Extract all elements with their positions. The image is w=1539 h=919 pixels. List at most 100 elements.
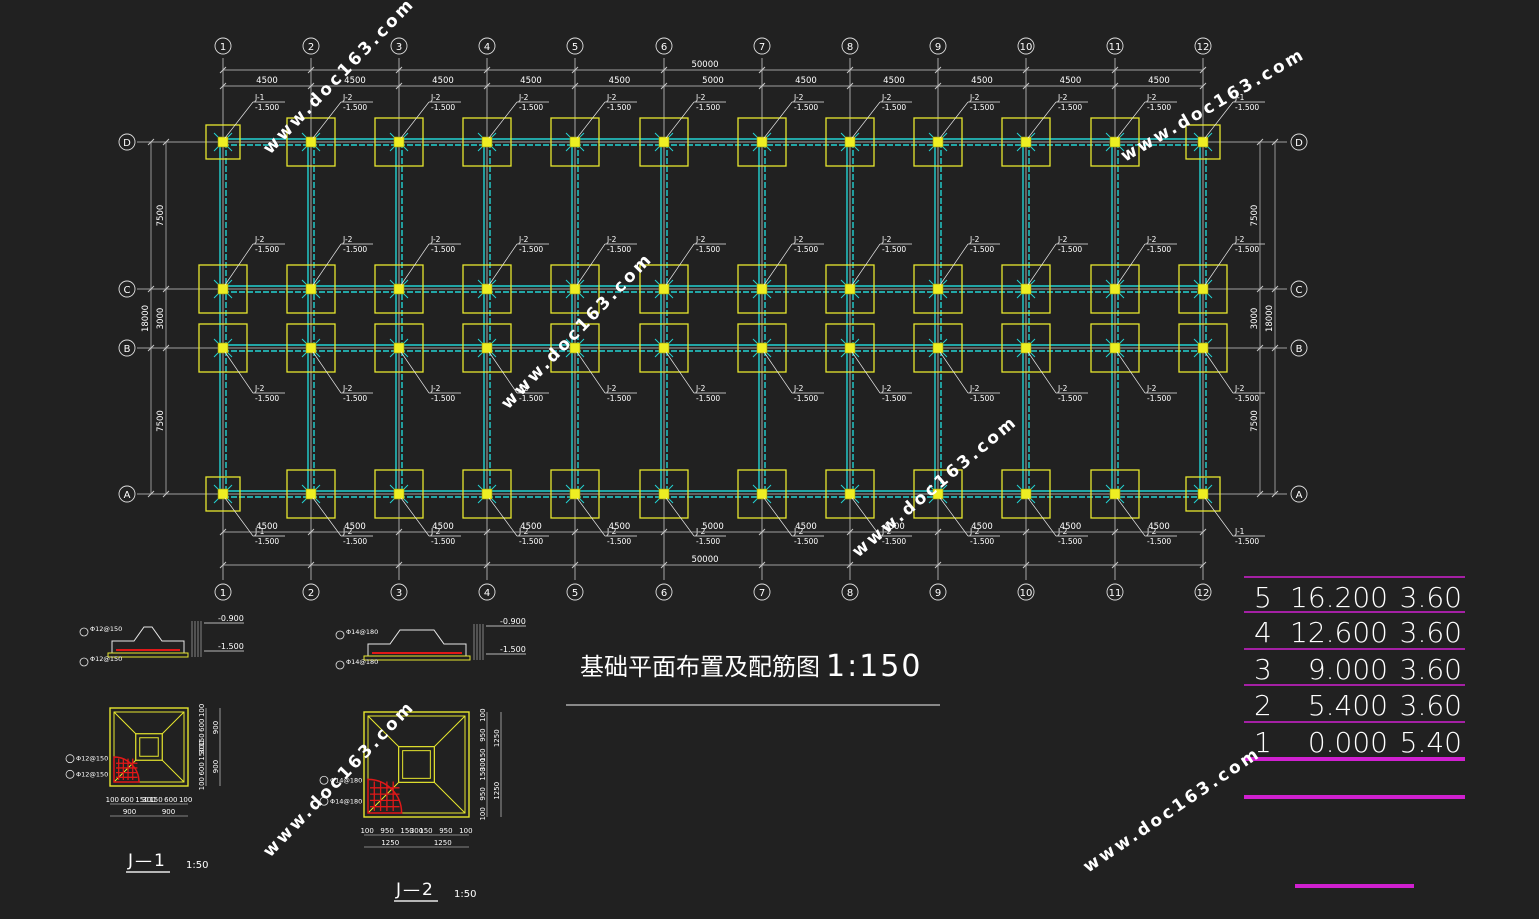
plan-rebar-label-1: Φ14@180 bbox=[330, 776, 362, 784]
tag-label: J-1 bbox=[1234, 93, 1245, 102]
axis-label-col: 9 bbox=[935, 588, 941, 599]
plan-rdim-text: 150 bbox=[198, 747, 206, 760]
vdim-total-text: 18000 bbox=[1265, 305, 1275, 332]
column-10D bbox=[1020, 136, 1032, 148]
axis-bubble-col-3 bbox=[390, 37, 408, 55]
dim-tick bbox=[758, 528, 766, 536]
tag-leader bbox=[224, 101, 254, 139]
footing-haunch bbox=[840, 484, 860, 504]
tag-leader bbox=[400, 497, 430, 537]
footing-9A bbox=[913, 469, 963, 519]
level-base-text: -1.500 bbox=[218, 642, 244, 651]
footing-haunch bbox=[1193, 338, 1213, 358]
plan-column-inner bbox=[139, 737, 159, 757]
axis-label-col: 11 bbox=[1109, 42, 1122, 53]
footing-5C bbox=[550, 264, 600, 314]
dim-text: 4500 bbox=[609, 522, 631, 532]
plan-rdim-text: 150 bbox=[479, 748, 487, 761]
axis-bubble-col-9 bbox=[929, 583, 947, 601]
vdim-text: 3000 bbox=[156, 308, 166, 330]
tag-level: -1.500 bbox=[1235, 394, 1259, 403]
column-11A bbox=[1109, 488, 1121, 500]
tag-leader bbox=[312, 351, 342, 394]
footing-7B bbox=[737, 323, 787, 373]
tag-level: -1.500 bbox=[255, 103, 279, 112]
plan-dim-text: 150 bbox=[135, 796, 148, 804]
tag-level: -1.500 bbox=[696, 537, 720, 546]
level-floor: 2 bbox=[1254, 689, 1272, 722]
footing-haunch bbox=[928, 338, 948, 358]
vdim-text: 7500 bbox=[156, 410, 166, 432]
column-8C bbox=[844, 283, 856, 295]
axis-label-col: 1 bbox=[220, 42, 226, 53]
footing-8A bbox=[825, 469, 875, 519]
column-2A bbox=[305, 488, 317, 500]
footing-haunch bbox=[654, 279, 674, 299]
vdim-tick bbox=[147, 344, 155, 352]
tag-leader bbox=[1204, 351, 1234, 394]
dim-text: 4500 bbox=[1148, 76, 1170, 86]
footing-haunch bbox=[1105, 484, 1125, 504]
tag-level: -1.500 bbox=[519, 245, 543, 254]
footing-2B bbox=[286, 323, 336, 373]
axis-bubble-col-10 bbox=[1017, 37, 1035, 55]
vdim-tick bbox=[1256, 344, 1264, 352]
plan-column-inner bbox=[402, 750, 431, 779]
column-1D bbox=[217, 136, 229, 148]
tag-level: -1.500 bbox=[970, 394, 994, 403]
plan-dim-text: 150 bbox=[149, 796, 162, 804]
dim-tick bbox=[483, 528, 491, 536]
dim-tick bbox=[1199, 66, 1207, 74]
dim-tick bbox=[483, 66, 491, 74]
footing-3B bbox=[374, 323, 424, 373]
tag-leader bbox=[1027, 497, 1057, 537]
plan-dim-text: 100 bbox=[106, 796, 119, 804]
dim-text: 5000 bbox=[702, 522, 724, 532]
dim-tick bbox=[934, 66, 942, 74]
tag-label: J-2 bbox=[1146, 384, 1157, 393]
dim-text: 4500 bbox=[795, 76, 817, 86]
dim-text: 4500 bbox=[883, 76, 905, 86]
footing-haunch bbox=[840, 132, 860, 152]
footing-3A bbox=[374, 469, 424, 519]
tag-level: -1.500 bbox=[607, 103, 631, 112]
footing-haunch bbox=[1193, 484, 1213, 504]
axis-bubble-col-2 bbox=[302, 583, 320, 601]
plan-rebar-label-2: Φ12@150 bbox=[76, 770, 108, 778]
dim-tick bbox=[758, 82, 766, 90]
dim-tick bbox=[307, 82, 315, 90]
tag-leader bbox=[400, 243, 430, 286]
tag-label: J-2 bbox=[1234, 384, 1245, 393]
plan-rdim-total: 1250 bbox=[493, 782, 501, 800]
tag-label: J-2 bbox=[881, 93, 892, 102]
rebar-callout-2 bbox=[79, 657, 89, 667]
axis-bubble-row-D bbox=[118, 133, 136, 151]
footing-12A bbox=[1185, 476, 1221, 512]
axis-bubble-col-5 bbox=[566, 37, 584, 55]
column-12C bbox=[1197, 283, 1209, 295]
plan-dim-text: 950 bbox=[439, 827, 452, 835]
tag-level: -1.500 bbox=[343, 394, 367, 403]
footing-5B bbox=[550, 323, 600, 373]
dim-tick bbox=[219, 66, 227, 74]
dim-tick bbox=[846, 66, 854, 74]
tag-leader bbox=[851, 101, 881, 139]
axis-label-row: A bbox=[1296, 490, 1303, 501]
footing-haunch bbox=[301, 132, 321, 152]
vdim-tick bbox=[1271, 138, 1279, 146]
footing-haunch bbox=[565, 338, 585, 358]
column-6B bbox=[658, 342, 670, 354]
level-elev: 0.000 bbox=[1308, 726, 1388, 759]
tag-label: J-2 bbox=[969, 527, 980, 536]
plan-dim-total2: 1250 bbox=[434, 839, 452, 847]
axis-bubble-row-D bbox=[1290, 133, 1308, 151]
footing-11A bbox=[1090, 469, 1140, 519]
tag-label: J-2 bbox=[254, 235, 265, 244]
plan-rdim-text: 300 bbox=[479, 758, 487, 771]
tag-leader bbox=[851, 497, 881, 537]
column-3D bbox=[393, 136, 405, 148]
